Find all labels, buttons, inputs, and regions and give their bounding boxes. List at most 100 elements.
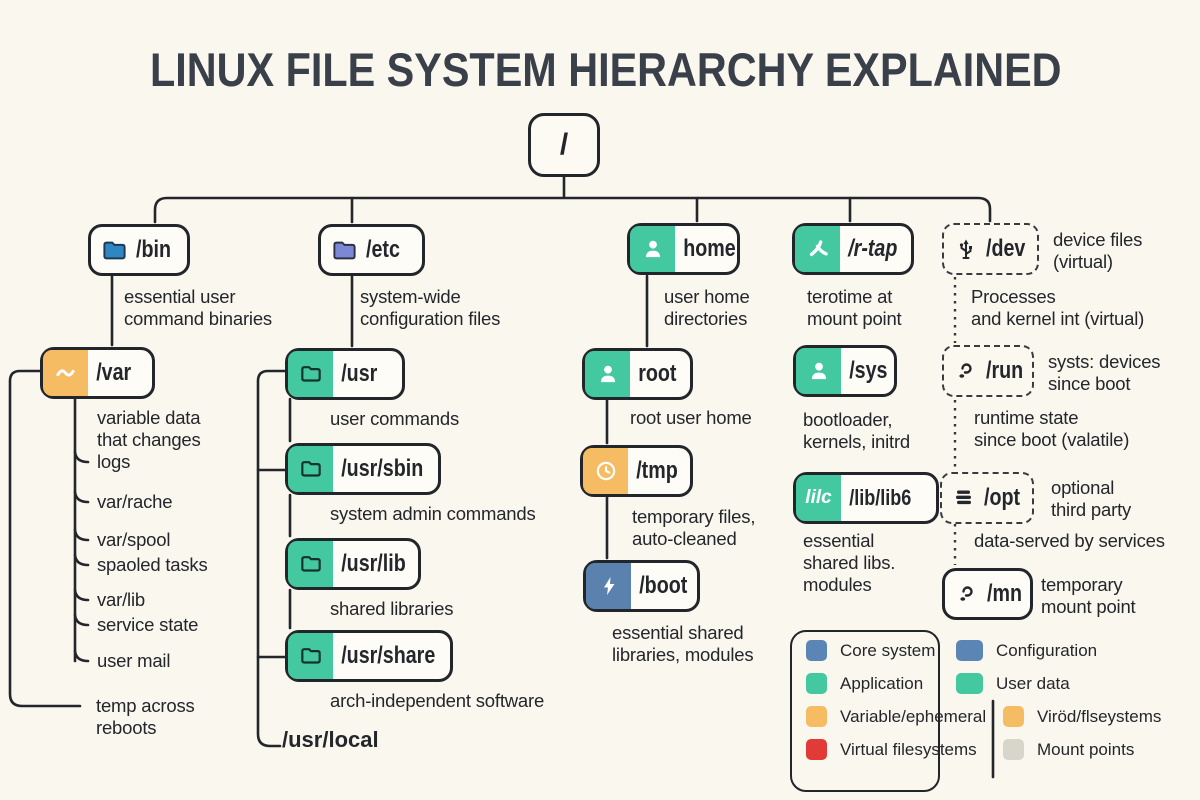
mn-side-desc: temporary mount point (1041, 574, 1136, 617)
legend-swatch (806, 640, 827, 661)
legend-swatch (806, 706, 827, 727)
legend-label: Mount points (1037, 739, 1135, 759)
node-root: / (528, 113, 600, 177)
node-usr: /usr (285, 348, 405, 400)
var-tick-varlib (73, 588, 90, 602)
legend-item: Virtual filesystems (806, 739, 977, 760)
legend-item: Application (806, 673, 923, 694)
var-tick-usermail (73, 649, 90, 663)
var-list-item: service state (97, 614, 199, 635)
node-etc: /etc (318, 224, 425, 276)
home-desc: user home directories (664, 286, 750, 329)
person-icon (630, 226, 675, 272)
root-user-desc: root user home (630, 407, 752, 428)
legend-label: Configuration (996, 640, 1098, 660)
stack-icon (956, 490, 971, 505)
var-list-item: var/spool (97, 529, 171, 550)
node-tmp: /tmp (580, 445, 693, 497)
var-desc: variable data that changes (97, 407, 201, 450)
person-icon (585, 351, 630, 397)
folder-outline-icon (288, 446, 333, 492)
legend-box (790, 630, 940, 792)
run-side-desc: systs: devices since boot (1048, 351, 1161, 394)
node-root-user: root (582, 348, 693, 400)
legend-item: User data (956, 673, 1070, 694)
boot-desc: essential shared libraries, modules (612, 622, 754, 665)
node-var: /var (40, 347, 155, 399)
legend-label: Core system (840, 640, 936, 660)
opt-below-desc: data-served by services (974, 530, 1165, 551)
folder-icon (333, 241, 356, 259)
node-label: /var (96, 359, 132, 386)
swirl-icon (959, 363, 972, 378)
legend-swatch (806, 673, 827, 694)
node-label: root (638, 360, 677, 387)
wave-icon (43, 350, 88, 396)
legend-item: Variable/ephemeral (806, 706, 986, 727)
node-usr-sbin: /usr/sbin (285, 443, 441, 495)
node-home: home (627, 223, 740, 275)
var-list-item: logs (97, 451, 131, 472)
node-rtap: /r-tap (792, 223, 914, 275)
legend-swatch (1003, 706, 1024, 727)
node-lib: lilc /lib/lib6 (793, 472, 939, 524)
var-tick-spool (73, 528, 90, 542)
lib-desc: essential shared libs. modules (803, 530, 896, 595)
person-icon (796, 348, 841, 394)
run-below-desc: runtime state since boot (valatile) (974, 407, 1130, 450)
lib-badge: lilc (796, 475, 841, 521)
var-footer: temp across reboots (96, 695, 195, 738)
legend-item: Viröd/flseystems (1003, 706, 1161, 727)
legend-swatch (956, 673, 983, 694)
node-label: /usr/sbin (341, 455, 424, 482)
node-label: /opt (984, 484, 1021, 511)
lib-badge-text: lilc (805, 487, 832, 508)
var-list-item: var/rache (97, 491, 173, 512)
var-tick-logs (73, 450, 90, 464)
legend-item: Core system (806, 640, 935, 661)
node-bin: /bin (88, 224, 190, 276)
node-boot: /boot (583, 560, 700, 612)
clock-icon (583, 448, 628, 494)
node-label: /lib/lib6 (849, 485, 912, 510)
node-usr-share: /usr/share (285, 630, 453, 682)
dev-side-desc: device files (virtual) (1053, 229, 1143, 272)
opt-side-desc: optional third party (1051, 477, 1132, 520)
var-list-item: spaoled tasks (97, 554, 208, 575)
node-label: /run (986, 357, 1024, 384)
tmp-desc: temporary files, auto-cleaned (632, 506, 756, 549)
connector-bus (153, 196, 992, 224)
dev-below-desc: Processes and kernel int (virtual) (971, 286, 1145, 329)
node-label: /dev (986, 235, 1026, 262)
node-label: /sys (849, 357, 888, 384)
node-label: home (683, 235, 736, 262)
node-sys: /sys (793, 345, 897, 397)
node-label: /boot (639, 572, 688, 599)
usb-icon (959, 239, 972, 259)
node-mn: /mn (942, 568, 1033, 620)
legend-swatch (806, 739, 827, 760)
var-list-item: var/lib (97, 589, 145, 610)
var-tick-cache (73, 490, 90, 504)
usr-share-desc: arch-independent software (330, 690, 545, 711)
var-list-item: user mail (97, 650, 171, 671)
usr-local-label: /usr/local (282, 727, 379, 752)
legend-item: Configuration (956, 640, 1097, 661)
node-run: /run (942, 345, 1034, 397)
var-tick-service (73, 613, 90, 627)
connector-var-bracket (8, 369, 82, 708)
node-label: /usr/share (341, 642, 436, 669)
bin-desc: essential user command binaries (124, 286, 272, 329)
legend-item: Mount points (1003, 739, 1134, 760)
usr-desc: user commands (330, 408, 460, 429)
node-label: /usr (341, 360, 378, 387)
rtap-desc: terotime at mount point (807, 286, 902, 329)
folder-outline-icon (288, 633, 333, 679)
var-tick-spooled (73, 553, 90, 567)
folder-outline-icon (288, 541, 333, 587)
person-stroke-icon (795, 226, 840, 272)
legend-label: User data (996, 673, 1070, 693)
root-label: / (559, 128, 569, 161)
